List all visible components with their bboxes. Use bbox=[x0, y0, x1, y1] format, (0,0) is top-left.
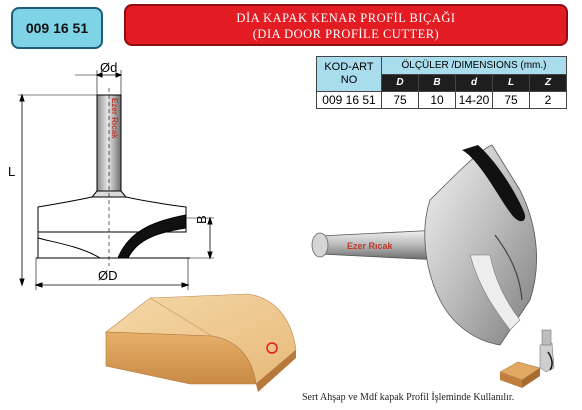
column-header-B: B bbox=[418, 73, 456, 92]
title-line-1: DİA KAPAK KENAR PROFİL BIÇAĞI bbox=[236, 11, 456, 25]
shank-diameter-label: Ød bbox=[100, 60, 117, 75]
cell-Z: 2 bbox=[529, 91, 567, 109]
cell-L: 75 bbox=[492, 91, 530, 109]
table-row: 009 16 51 75 10 14-20 75 2 bbox=[316, 91, 567, 109]
wood-profile-sample-image bbox=[105, 293, 297, 392]
cell-D: 75 bbox=[381, 91, 419, 109]
technical-drawing bbox=[18, 70, 214, 290]
column-header-Z: Z bbox=[529, 73, 567, 92]
brand-logo-icon bbox=[266, 342, 278, 354]
row-code: 009 16 51 bbox=[316, 91, 382, 109]
height-label: B bbox=[194, 215, 209, 224]
dimensions-header: ÖLÇÜLER /DIMENSIONS (mm.) bbox=[381, 56, 567, 75]
usage-caption: Sert Ahşap ve Mdf kapak Profil İşleminde… bbox=[302, 392, 515, 403]
cutter-diameter-label: ØD bbox=[98, 268, 118, 283]
title-line-2: (DIA DOOR PROFİLE CUTTER) bbox=[252, 27, 440, 41]
router-bit-3d-image bbox=[311, 144, 537, 346]
length-label: L bbox=[8, 164, 15, 179]
usage-icon bbox=[499, 329, 555, 388]
shank-brand-text: Ezer Rıcak bbox=[110, 98, 119, 139]
column-header-D: D bbox=[381, 73, 419, 92]
product-code-badge: 009 16 51 bbox=[11, 7, 103, 49]
cell-B: 10 bbox=[418, 91, 456, 109]
specs-table: KOD-ART NO ÖLÇÜLER /DIMENSIONS (mm.) D B… bbox=[316, 56, 567, 109]
column-header-d: d bbox=[455, 73, 493, 92]
page-title: DİA KAPAK KENAR PROFİL BIÇAĞI (DIA DOOR … bbox=[124, 4, 568, 46]
cell-d: 14-20 bbox=[455, 91, 493, 109]
bit-brand-text: Ezer Rıcak bbox=[347, 241, 394, 251]
